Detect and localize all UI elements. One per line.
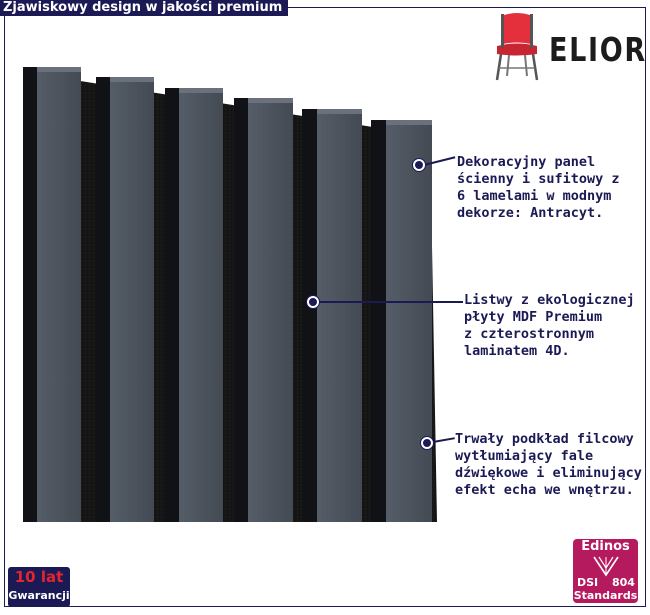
chair-icon [495,13,539,81]
callout-marker [307,296,319,308]
cert-label: Standards [573,589,638,602]
callout-slat-material: Listwy z ekologicznej płyty MDF Premium … [464,292,635,359]
page-frame [4,7,646,607]
callout-leader-line [319,301,463,303]
cert-code-left: DSI [577,576,599,589]
warranty-years: 10 lat [14,568,64,586]
callout-marker [413,159,425,171]
warranty-badge: 10 lat Gwarancji [8,567,70,607]
certification-mark-icon [593,556,619,577]
header-title: Zjawiskowy design w jakości premium [0,0,289,16]
warranty-label: Gwarancji [8,589,70,602]
cert-name: Edinos [581,539,630,554]
callout-felt-backing: Trwały podkład filcowy wytłumiający fale… [455,431,642,498]
callout-marker [421,437,433,449]
brand-name: ELIOR [549,30,647,69]
brand-logo[interactable]: ELIOR [487,10,647,82]
certification-badge: Edinos DSI 804 Standards [573,539,638,603]
cert-code-right: 804 [612,576,635,589]
callout-panel-description: Dekoracyjny panel ścienny i sufitowy z 6… [457,154,620,221]
